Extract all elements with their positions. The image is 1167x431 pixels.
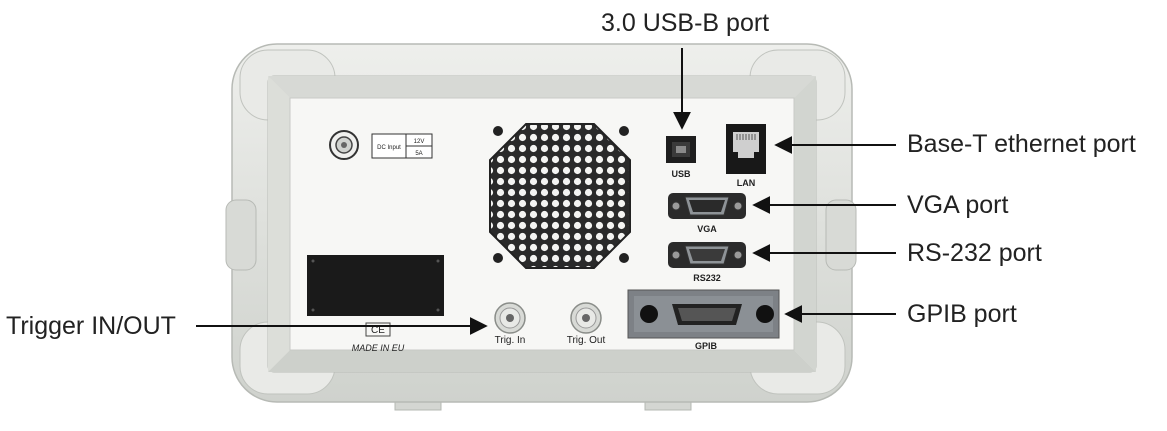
rs232-connector[interactable] xyxy=(668,242,746,268)
trig-in-label: Trig. In xyxy=(495,335,526,346)
dc-current-text: 5A xyxy=(415,151,422,157)
ground-terminal xyxy=(329,130,359,160)
dc-voltage-text: 12V xyxy=(414,139,425,145)
usb-label: USB xyxy=(671,169,691,179)
vga-connector[interactable] xyxy=(668,193,746,219)
lan-label: LAN xyxy=(737,178,756,188)
blank-label-plate xyxy=(307,255,444,316)
dc-input-text: DC Input xyxy=(377,145,401,151)
gpib-connector[interactable] xyxy=(627,289,780,339)
dc-input-label: DC Input 12V 5A xyxy=(371,133,433,159)
usb-b-callout: 3.0 USB-B port xyxy=(601,9,770,37)
trig-in-connector[interactable] xyxy=(494,302,526,334)
usb-b-connector[interactable] xyxy=(666,136,696,163)
lan-connector[interactable] xyxy=(726,124,766,174)
trig-out-label: Trig. Out xyxy=(567,335,606,346)
ce-mark: CE xyxy=(365,322,391,337)
rs232-callout: RS-232 port xyxy=(907,239,1042,267)
fan-grille xyxy=(489,123,631,269)
ethernet-callout: Base-T ethernet port xyxy=(907,130,1136,158)
gpib-callout: GPIB port xyxy=(907,300,1017,328)
vga-label: VGA xyxy=(697,224,717,234)
trigger-callout: Trigger IN/OUT xyxy=(6,312,176,340)
ce-mark-text: CE xyxy=(371,325,385,336)
vga-callout: VGA port xyxy=(907,191,1009,219)
trig-out-connector[interactable] xyxy=(570,302,602,334)
made-in-text: MADE IN EU xyxy=(352,343,405,353)
gpib-label: GPIB xyxy=(695,341,718,351)
rs232-label: RS232 xyxy=(693,273,721,283)
